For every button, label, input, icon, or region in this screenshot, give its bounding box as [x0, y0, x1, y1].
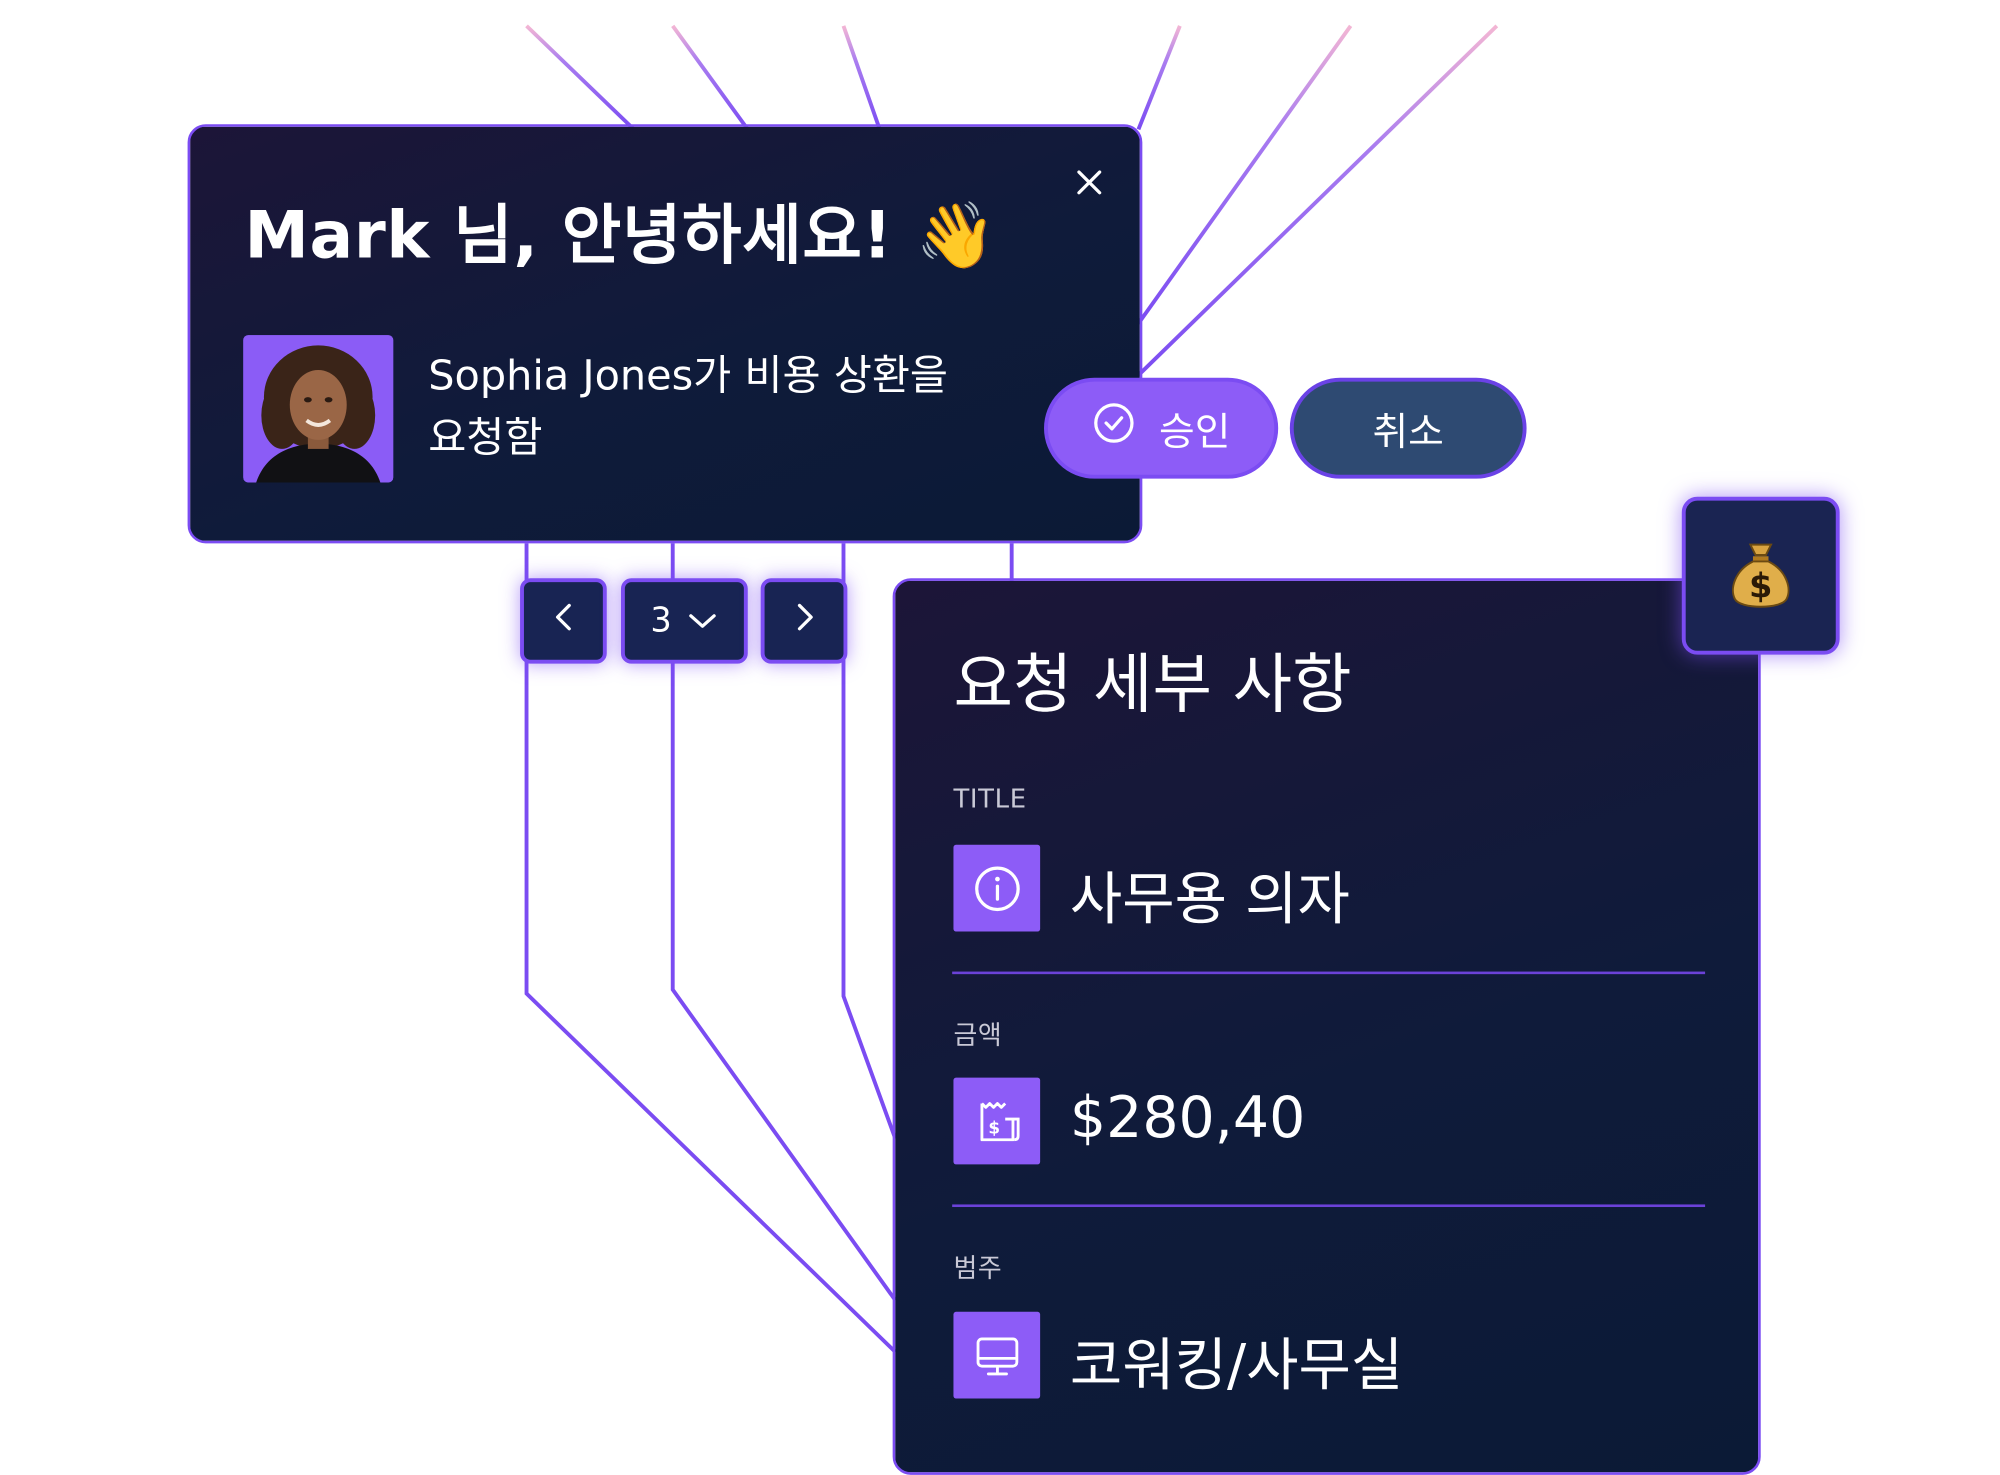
- money-bag-icon: $: [1681, 496, 1840, 655]
- field-value-title: 사무용 의자: [1069, 866, 1350, 933]
- check-circle-icon: [1092, 401, 1136, 455]
- info-icon: [953, 844, 1041, 932]
- svg-text:$: $: [1749, 567, 1772, 606]
- field-value-category: 코워킹/사무실: [1069, 1332, 1404, 1399]
- next-page-button[interactable]: [760, 578, 848, 664]
- chevron-left-icon: [549, 600, 577, 643]
- monitor-icon: [953, 1311, 1041, 1399]
- cancel-label: 취소: [1372, 410, 1444, 456]
- field-value-amount: $280,40: [1069, 1085, 1306, 1152]
- chevron-right-icon: [790, 600, 818, 643]
- cancel-button[interactable]: 취소: [1289, 377, 1527, 479]
- field-label-amount: 금액: [953, 1019, 1003, 1051]
- notification-card: Mark 님, 안녕하세요! 👋 Sophia Jones가 비용 상환을 요청…: [187, 124, 1143, 544]
- page-number: 3: [650, 601, 672, 641]
- page-select[interactable]: 3: [620, 578, 748, 664]
- notification-message: Sophia Jones가 비용 상환을 요청함: [428, 350, 949, 462]
- divider: [952, 1204, 1706, 1208]
- request-details-card: 요청 세부 사항 TITLE 사무용 의자 금액 $ $280,40 범주: [892, 578, 1761, 1475]
- divider: [952, 971, 1706, 975]
- avatar: [243, 335, 394, 483]
- previous-page-button[interactable]: [520, 578, 607, 664]
- details-title: 요청 세부 사항: [953, 646, 1352, 722]
- greeting-heading: Mark 님, 안녕하세요! 👋: [244, 197, 998, 273]
- close-icon[interactable]: [1070, 163, 1109, 202]
- approve-label: 승인: [1159, 410, 1231, 456]
- receipt-dollar-icon: $: [953, 1077, 1041, 1165]
- svg-text:$: $: [988, 1117, 1000, 1137]
- approve-button[interactable]: 승인: [1044, 377, 1279, 479]
- field-label-title: TITLE: [953, 782, 1027, 814]
- field-label-category: 범주: [953, 1252, 1003, 1284]
- chevron-down-icon: [687, 602, 718, 641]
